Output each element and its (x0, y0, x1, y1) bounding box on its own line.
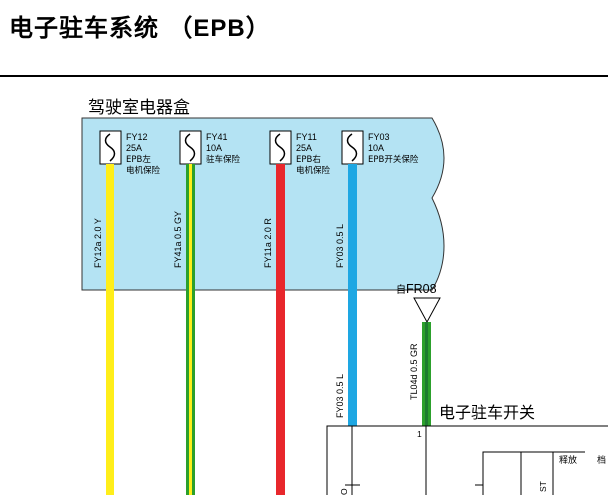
pin-1-label: 1 (417, 429, 422, 439)
switch-text-release: 释放 (559, 454, 577, 466)
wire-label-fy03: FY03 0.5 L (335, 224, 345, 268)
svg-text:EPB右: EPB右 (296, 154, 321, 165)
box-label: 驾驶室电器盒 (88, 98, 190, 118)
switch-text-o: O (339, 488, 349, 495)
page-title: 电子驻车系统 （EPB） (9, 14, 271, 42)
source-ref: 自FR08 (396, 282, 437, 296)
svg-text:25A: 25A (296, 143, 312, 153)
svg-text:电机保险: 电机保险 (126, 165, 161, 176)
title-divider (0, 75, 608, 77)
svg-text:EPB开关保险: EPB开关保险 (368, 154, 419, 165)
svg-text:10A: 10A (206, 143, 222, 153)
wire-fy11a (276, 164, 285, 495)
svg-text:驻车保险: 驻车保险 (206, 154, 241, 165)
arrow-down-icon (413, 297, 441, 324)
wire-label-fy03-lower: FY03 0.5 L (335, 374, 345, 418)
switch-text-st: ST (538, 481, 548, 492)
wire-fy03 (348, 164, 357, 426)
svg-text:FY03: FY03 (368, 132, 390, 142)
fuse-fy11: FY11 25A EPB右 电机保险 (269, 130, 331, 176)
wire-fy12a (106, 164, 114, 495)
svg-text:FY11: FY11 (296, 132, 317, 142)
svg-text:FY12: FY12 (126, 132, 148, 142)
switch-label: 电子驻车开关 (439, 403, 535, 422)
svg-text:FY41: FY41 (206, 132, 228, 142)
wire-label-tl04d: TL04d 0.5 GR (409, 343, 419, 400)
fuse-fy12: FY12 25A EPB左 电机保险 (99, 130, 161, 176)
wire-label-fy12a: FY12a 2.0 Y (93, 218, 103, 268)
fuse-fy41: FY41 10A 驻车保险 (179, 130, 241, 165)
svg-text:10A: 10A (368, 143, 384, 153)
svg-text:电机保险: 电机保险 (296, 165, 331, 176)
fuse-fy03: FY03 10A EPB开关保险 (341, 130, 419, 165)
switch-internals (345, 426, 585, 495)
wire-label-fy11a: FY11a 2.0 R (263, 218, 273, 268)
svg-text:EPB左: EPB左 (126, 154, 151, 165)
svg-text:25A: 25A (126, 143, 142, 153)
wire-tl04d (422, 322, 431, 426)
wire-label-fy41a: FY41a 0.5 GY (173, 211, 183, 268)
switch-text-partial: 档 (597, 454, 606, 466)
switch-box (326, 425, 608, 495)
wire-fy41a (186, 164, 195, 495)
